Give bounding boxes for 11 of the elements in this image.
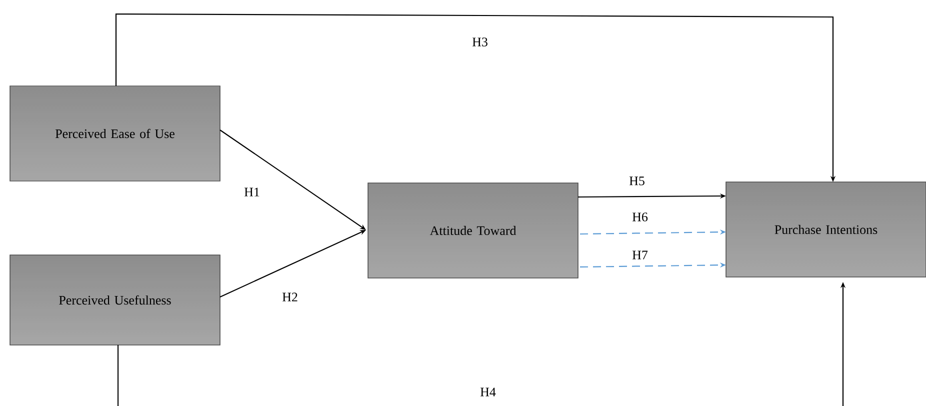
edge-label: H2 xyxy=(281,292,299,302)
edge-label: H1 xyxy=(243,186,261,198)
edge-label: H3 xyxy=(471,36,489,48)
process-box: Attitude Toward xyxy=(368,182,578,278)
edge-label: H6 xyxy=(631,212,649,222)
edge-label: H7 xyxy=(631,250,649,260)
process-box: Perceived Ease of Use xyxy=(10,86,220,182)
process-box: Perceived Usefulness xyxy=(10,254,220,346)
edge-label: H4 xyxy=(479,386,497,398)
edge-label: H5 xyxy=(628,176,646,186)
process-box: Purchase Intentions xyxy=(726,182,926,278)
